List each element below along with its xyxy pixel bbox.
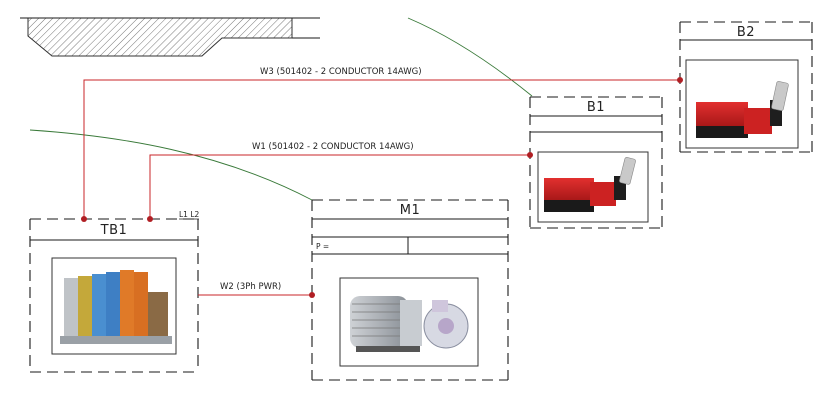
wire-w2[interactable]: W2 (3Ph PWR) — [198, 282, 312, 296]
boundary-curve-top — [407, 17, 533, 97]
w2-label: W2 (3Ph PWR) — [220, 282, 281, 292]
boundary-curve-left — [29, 129, 313, 201]
safety-switch-icon — [544, 157, 636, 212]
safety-switch-icon — [696, 81, 789, 138]
b2-tag: B2 — [737, 25, 755, 40]
b1-tag: B1 — [587, 100, 605, 115]
node-tb1-w3[interactable] — [81, 216, 87, 222]
w3-label: W3 (501402 - 2 CONDUCTOR 14AWG) — [260, 67, 422, 77]
tb1-terminals: L1 L2 — [179, 210, 200, 219]
motor-pump-icon — [350, 296, 469, 352]
device-tb1[interactable]: TB1 L1 L2 — [29, 210, 200, 373]
device-b2[interactable]: B2 — [679, 21, 813, 153]
wire-w1[interactable]: W1 (501402 - 2 CONDUCTOR 14AWG) — [149, 142, 530, 219]
node-b2-w3[interactable] — [677, 77, 683, 83]
w1-label: W1 (501402 - 2 CONDUCTOR 14AWG) — [252, 142, 414, 152]
tb1-tag: TB1 — [100, 223, 128, 238]
terminal-block-icon — [60, 270, 172, 344]
node-b1-w1[interactable] — [527, 152, 533, 158]
device-m1[interactable]: M1 P = — [311, 199, 509, 381]
hatched-structure — [20, 17, 320, 57]
device-b1[interactable]: B1 — [529, 96, 663, 229]
m1-tag: M1 — [400, 203, 421, 218]
node-m1-w2[interactable] — [309, 292, 315, 298]
wire-w3[interactable]: W3 (501402 - 2 CONDUCTOR 14AWG) — [83, 67, 680, 219]
m1-param: P = — [316, 242, 329, 251]
node-tb1-w1[interactable] — [147, 216, 153, 222]
